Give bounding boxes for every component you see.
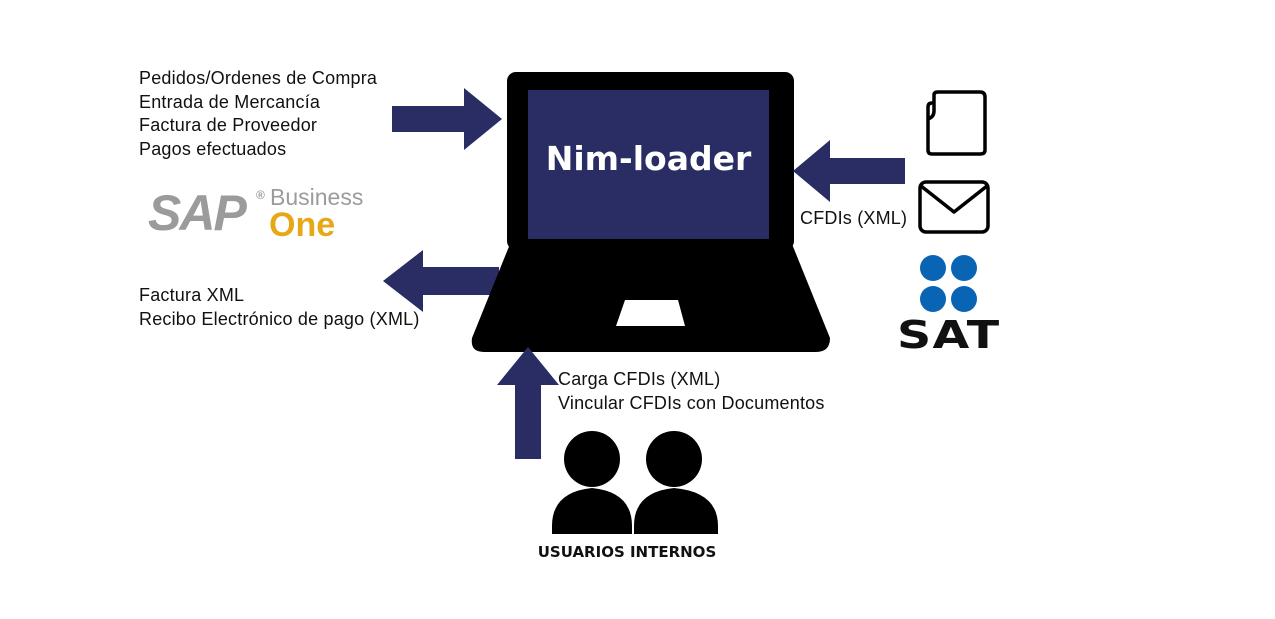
laptop-icon <box>471 72 830 352</box>
arrow-up-into-laptop <box>497 347 559 459</box>
cfdi-label: CFDIs (XML) <box>800 208 908 228</box>
arrow-left-into-laptop <box>793 140 905 202</box>
sap-business-one-logo: SAP ® Business One <box>148 186 378 246</box>
users-group-icon <box>552 431 718 534</box>
users-action-line: Vincular CFDIs con Documentos <box>558 392 825 413</box>
arrow-left-out-of-laptop <box>383 250 499 312</box>
sap-inputs-text: Pedidos/Ordenes de Compra Entrada de Mer… <box>139 67 377 161</box>
laptop-screen <box>528 90 769 239</box>
sat-logo-text: SAT <box>897 313 1001 357</box>
sap-input-line: Pagos efectuados <box>139 138 287 159</box>
sap-output-line: Factura XML <box>139 285 245 305</box>
sap-logo-one: One <box>269 206 336 244</box>
sap-registered-mark: ® <box>256 188 265 202</box>
laptop-title: Nim-loader <box>545 139 752 178</box>
sap-input-line: Pedidos/Ordenes de Compra <box>139 68 378 88</box>
sap-input-line: Entrada de Mercancía <box>139 91 321 112</box>
arrow-right-into-laptop <box>392 88 502 150</box>
sap-outputs-text: Factura XML Recibo Electrónico de pago (… <box>139 284 420 331</box>
users-label: USUARIOS INTERNOS <box>537 543 717 561</box>
sap-input-line: Factura de Proveedor <box>139 115 318 135</box>
folder-icon <box>926 90 987 156</box>
sap-logo-word: SAP <box>148 185 247 241</box>
sap-output-line: Recibo Electrónico de pago (XML) <box>139 308 420 329</box>
users-action-line: Carga CFDIs (XML) <box>558 369 721 389</box>
sat-circles-icon <box>920 255 977 312</box>
sap-logo-business: Business <box>270 184 364 210</box>
users-actions-text: Carga CFDIs (XML) Vincular CFDIs con Doc… <box>558 368 825 415</box>
envelope-icon <box>918 180 990 234</box>
